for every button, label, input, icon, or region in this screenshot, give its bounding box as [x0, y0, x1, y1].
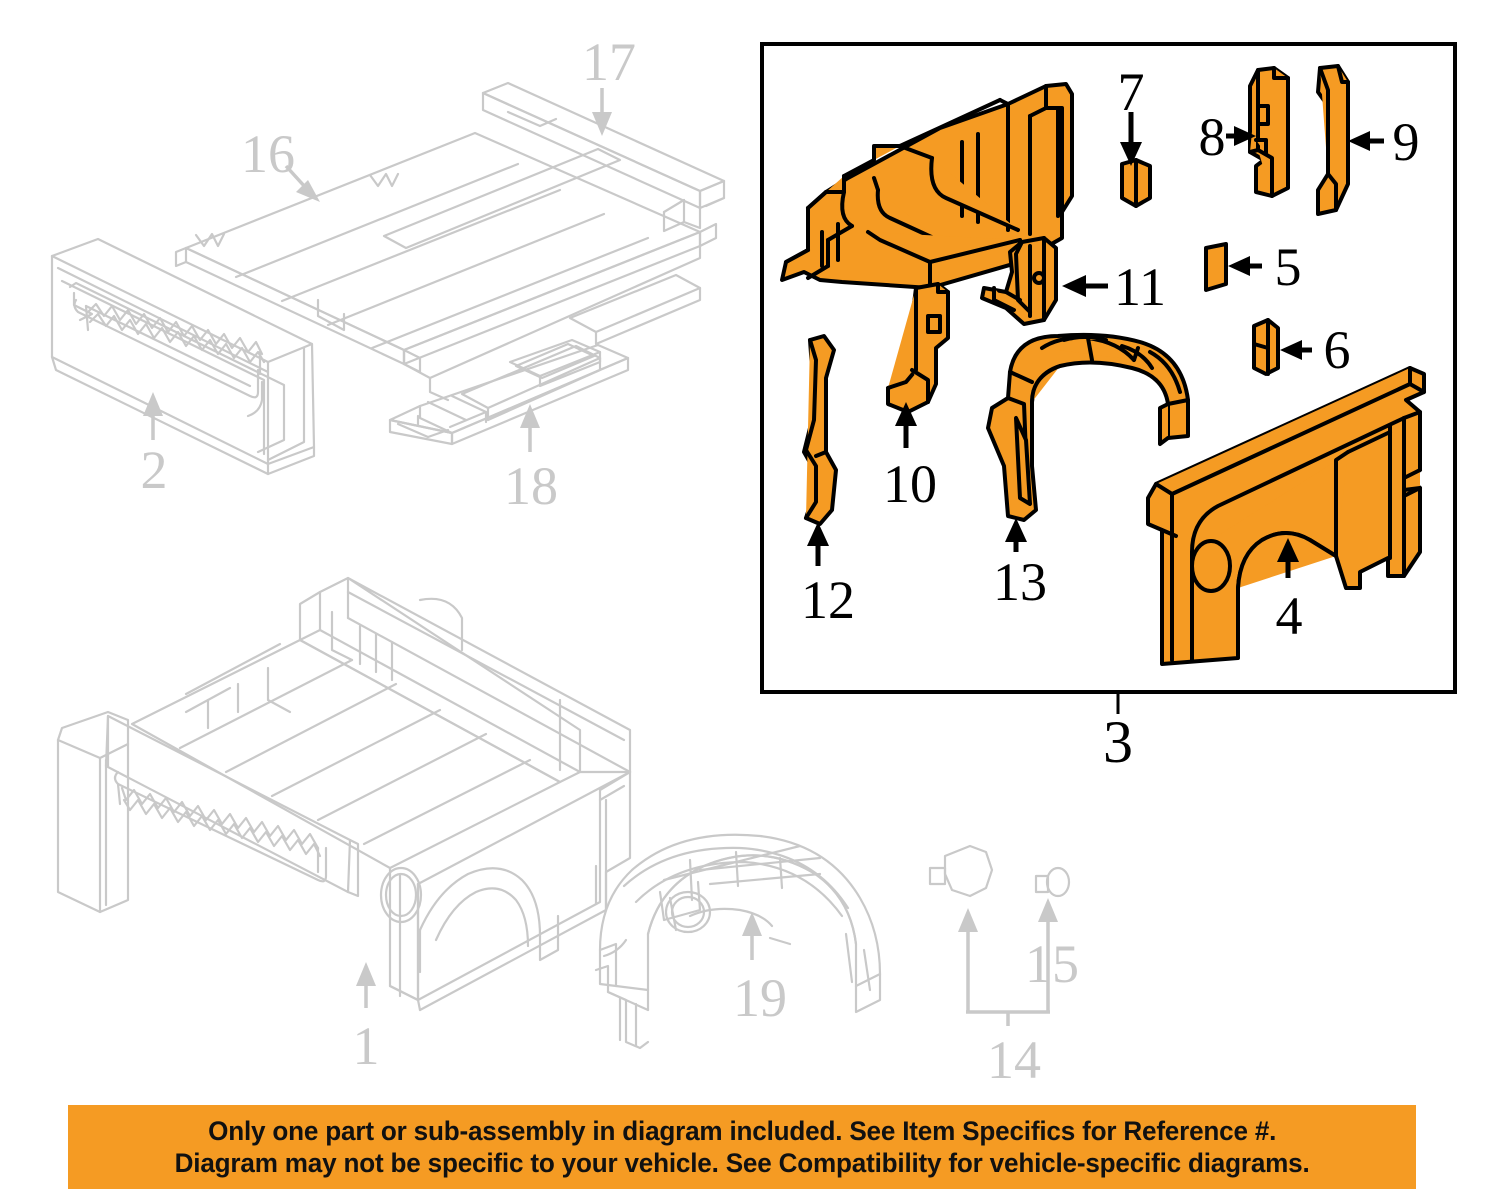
- label-18: 18: [504, 456, 558, 516]
- label-8: 8: [1199, 107, 1226, 167]
- label-10: 10: [883, 454, 937, 514]
- inset-part-small-angle-bracket: [1120, 158, 1152, 208]
- inset-part-bed-side-panel-outer: [1146, 366, 1426, 666]
- label-15: 15: [1025, 934, 1079, 994]
- inset-part-front-pillar-reinforcement: [1248, 66, 1290, 198]
- label-13: 13: [993, 552, 1047, 612]
- label-16: 16: [241, 124, 295, 184]
- ghost-part-bed-floor-panel: [174, 131, 718, 422]
- label-2: 2: [141, 440, 168, 500]
- ghost-part-front-cross-member: [481, 81, 726, 233]
- ghost-part-fastener-bolt: [1034, 866, 1071, 898]
- inset-part-vertical-pillar-strip: [802, 334, 838, 526]
- inset-part-inner-support-bracket: [886, 282, 950, 414]
- callout-arrow-2: [143, 392, 163, 440]
- inset-part-inner-bed-side-panel: [780, 82, 1074, 290]
- ghost-part-fastener-nut: [928, 844, 994, 898]
- inset-callouts: [807, 112, 1384, 714]
- callout-bracket-14-15: [958, 898, 1058, 1026]
- ghost-part-pickup-box-assembly: [56, 576, 632, 1012]
- inset-part-rear-pillar-reinforcement: [1316, 64, 1350, 216]
- ghost-part-mounting-bracket: [388, 338, 630, 446]
- callout-arrow-13: [1005, 518, 1027, 552]
- ghost-part-wheelhouse-assembly: [594, 833, 882, 1050]
- disclaimer-banner: Only one part or sub-assembly in diagram…: [68, 1105, 1416, 1189]
- label-5: 5: [1275, 237, 1302, 297]
- ghost-part-tailgate: [50, 237, 316, 476]
- callout-arrow-12: [807, 522, 829, 566]
- label-4: 4: [1276, 586, 1303, 646]
- label-6: 6: [1324, 320, 1351, 380]
- inset-part-hinge-reinforcement-bracket: [980, 236, 1058, 326]
- inset-part-small-filler-plate: [1204, 242, 1228, 292]
- label-12: 12: [801, 570, 855, 630]
- inset-part-corner-bracket: [1252, 318, 1280, 376]
- callout-arrow-19: [742, 912, 762, 960]
- label-9: 9: [1393, 112, 1420, 172]
- callout-arrow-4: [1277, 538, 1299, 578]
- label-7: 7: [1118, 62, 1145, 122]
- label-17: 17: [582, 32, 636, 92]
- label-19: 19: [733, 968, 787, 1028]
- callout-arrow-9: [1348, 131, 1384, 151]
- label-3: 3: [1103, 709, 1133, 775]
- label-1: 1: [353, 1016, 380, 1076]
- callout-arrow-18: [520, 404, 540, 452]
- callout-arrow-6: [1280, 340, 1312, 360]
- callout-arrow-10: [895, 402, 917, 448]
- callout-arrow-16: [284, 164, 320, 202]
- callout-arrow-1: [356, 962, 376, 1008]
- label-14: 14: [987, 1030, 1041, 1090]
- callout-arrow-17: [592, 88, 612, 136]
- callout-arrow-5: [1228, 256, 1262, 276]
- label-11: 11: [1114, 257, 1166, 317]
- callout-arrow-8: [1226, 126, 1256, 146]
- callout-arrow-7: [1120, 112, 1142, 166]
- callout-arrow-11: [1062, 275, 1108, 297]
- inset-part-wheelhouse-inner-panel: [986, 332, 1190, 522]
- disclaimer-line-2: Diagram may not be specific to your vehi…: [174, 1148, 1310, 1178]
- disclaimer-line-1: Only one part or sub-assembly in diagram…: [207, 1115, 1277, 1146]
